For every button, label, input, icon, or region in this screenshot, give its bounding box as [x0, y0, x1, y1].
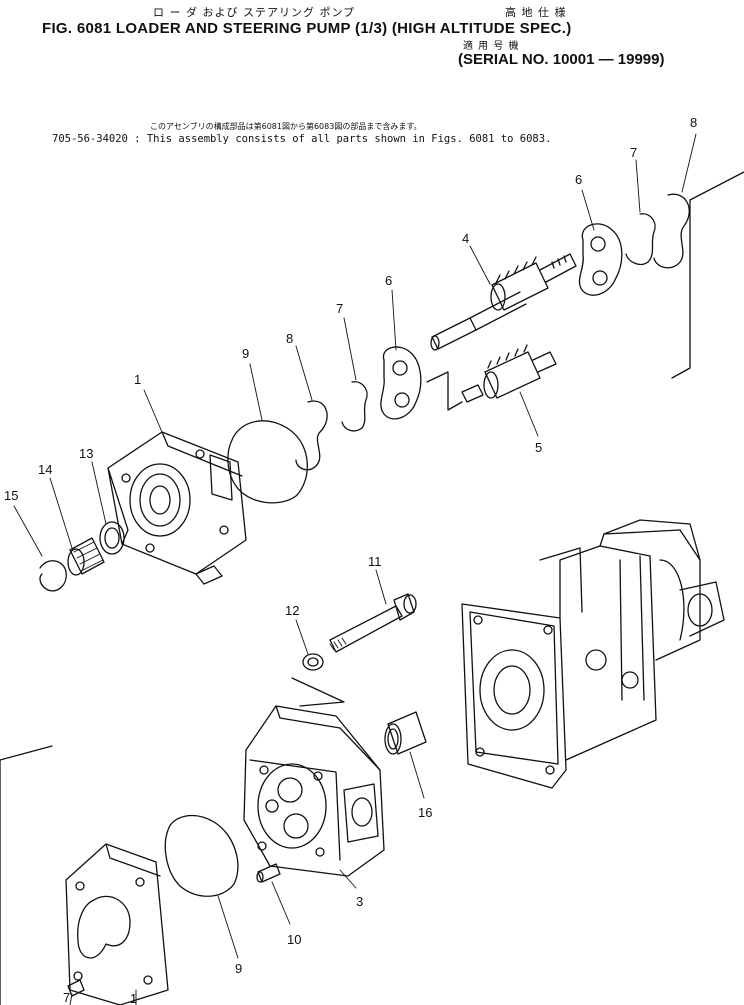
- dowel-pin: [256, 863, 281, 883]
- part-label-12: 12: [285, 603, 299, 618]
- bolt-bracket-line: [291, 677, 345, 707]
- pump-cover: [107, 431, 247, 585]
- washer: [99, 521, 125, 555]
- needle-bearing: [67, 537, 105, 576]
- part-label-7-upper: 7: [630, 145, 637, 160]
- part-label-7-bottom: 7: [63, 990, 70, 1005]
- bushing: [384, 711, 427, 755]
- thrust-plate-lower: [380, 346, 422, 420]
- figure-title: FIG. 6081 LOADER AND STEERING PUMP (1/3)…: [42, 20, 572, 37]
- part-label-10: 10: [287, 932, 301, 947]
- part-label-14: 14: [38, 462, 52, 477]
- part-label-9-upper: 9: [242, 346, 249, 361]
- part-label-8-upper: 8: [690, 115, 697, 130]
- part-label-16: 16: [418, 805, 432, 820]
- part-label-15: 15: [4, 488, 18, 503]
- o-ring-lower: [164, 814, 239, 897]
- driven-gear: [461, 344, 557, 403]
- part-label-13: 13: [79, 446, 93, 461]
- assembly-note-japanese: このアセンブリの構成部品は第6081図から第6083図の部品まで含みます。: [150, 122, 422, 131]
- shaft-bracket-line: [426, 371, 463, 411]
- lower-bracket-line: [0, 745, 53, 1005]
- bolt-washer: [302, 653, 324, 671]
- part-label-6-lower: 6: [385, 273, 392, 288]
- pump-body: [243, 705, 385, 877]
- part-label-1-lower: 1: [130, 991, 137, 1005]
- gear-housing: [65, 843, 169, 1005]
- part-label-6-upper: 6: [575, 172, 582, 187]
- pin-lower: [67, 979, 85, 997]
- backup-ring-upper: [625, 213, 656, 266]
- seal-ring-upper: [653, 193, 690, 269]
- part-label-3: 3: [356, 894, 363, 909]
- assembly-note: 705-56-34020 : This assembly consists of…: [52, 133, 552, 145]
- leader-lines: [13, 133, 697, 1005]
- assembly-bracket-line: [671, 171, 744, 379]
- serial-range: (SERIAL NO. 10001 — 19999): [458, 51, 665, 68]
- japanese-spec: 高 地 仕 様: [505, 6, 567, 19]
- japanese-applicable: 適 用 号 機: [463, 41, 520, 52]
- part-label-8-lower: 8: [286, 331, 293, 346]
- japanese-title: ロ ー ダ および ステアリング ポンプ: [153, 6, 356, 19]
- part-label-5: 5: [535, 440, 542, 455]
- part-label-9-lower: 9: [235, 961, 242, 976]
- thrust-plate-upper: [578, 223, 623, 296]
- drive-shaft-gear: [430, 253, 577, 351]
- assembled-pump: [461, 519, 725, 789]
- backup-ring-lower: [341, 381, 368, 432]
- snap-ring: [39, 560, 67, 592]
- o-ring-upper: [227, 420, 308, 504]
- part-label-7-lower: 7: [336, 301, 343, 316]
- part-label-4: 4: [462, 231, 469, 246]
- seal-ring-lower: [295, 400, 328, 471]
- part-label-1: 1: [134, 372, 141, 387]
- part-label-11: 11: [368, 554, 382, 569]
- bolt: [329, 593, 417, 653]
